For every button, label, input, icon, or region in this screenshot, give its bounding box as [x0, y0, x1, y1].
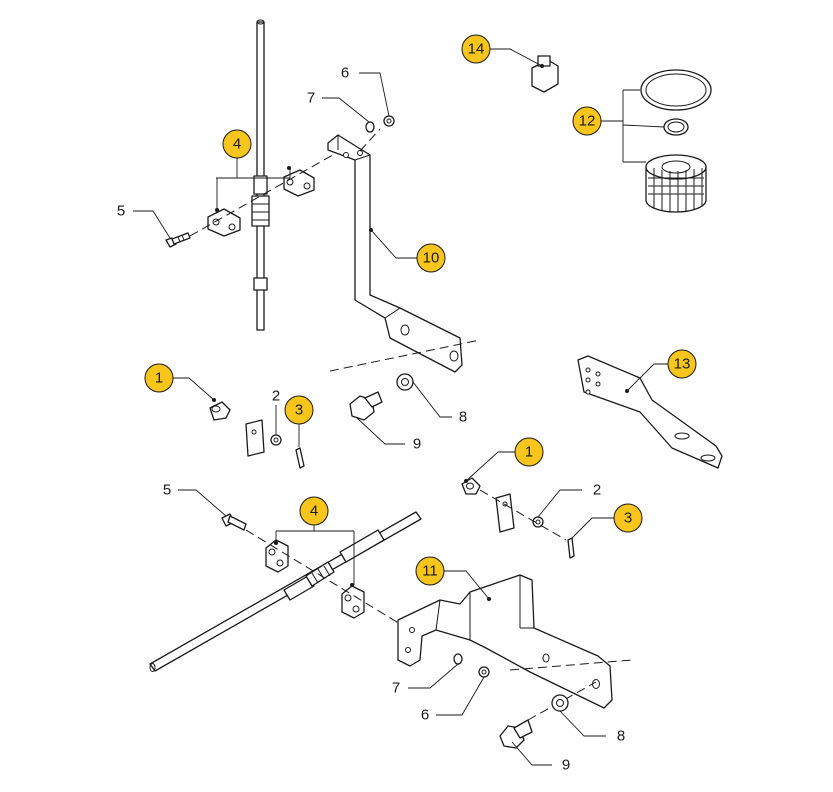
callout-1-bottom-text: 1	[525, 444, 533, 461]
top-clamp-front	[207, 208, 241, 237]
top-bolt-9	[349, 391, 383, 421]
callout-12: 12	[572, 106, 602, 136]
label-2-mid: 2	[272, 388, 280, 405]
label-7-top: 7	[307, 90, 315, 107]
bottom-clamp-front	[265, 539, 289, 573]
callout-11: 11	[415, 556, 445, 586]
top-nut-6	[383, 115, 395, 127]
filter-element-12	[645, 154, 707, 213]
label-5-bottom: 5	[163, 482, 171, 499]
oring-12-large	[640, 69, 712, 111]
top-washer-7	[365, 121, 375, 133]
label-2-bottom: 2	[593, 482, 601, 499]
callout-12-text: 12	[579, 113, 596, 130]
callout-1-mid-text: 1	[155, 370, 163, 387]
bottom-washer-8	[551, 694, 569, 712]
top-washer-8	[396, 373, 414, 391]
bottom-fitting-1	[461, 477, 481, 495]
label-6-top: 6	[341, 65, 349, 82]
plate-13	[577, 355, 723, 469]
bracket-11	[397, 574, 613, 709]
label-7-bottom: 7	[392, 680, 400, 697]
label-9-top: 9	[413, 436, 421, 453]
callout-10: 10	[416, 243, 446, 273]
callout-14: 14	[461, 34, 491, 64]
callout-11-text: 11	[422, 563, 438, 580]
callout-13: 13	[667, 349, 697, 379]
callout-3-mid: 3	[284, 395, 314, 425]
mid-bracket-plate	[245, 419, 265, 457]
bracket-10	[327, 134, 463, 373]
callout-3-bottom-text: 3	[624, 510, 632, 527]
callout-1-bottom: 1	[514, 437, 544, 467]
mid-washer-2	[270, 434, 282, 446]
top-bolt-5	[165, 232, 191, 248]
top-cable-rod	[251, 19, 270, 331]
mid-fitting-1	[209, 398, 231, 421]
callout-10-text: 10	[423, 250, 440, 267]
bottom-washer-7	[453, 653, 463, 665]
mid-pin-3	[295, 447, 305, 469]
bottom-bracket-plate	[495, 493, 515, 533]
callout-4-top-text: 4	[233, 136, 241, 153]
label-5-top: 5	[117, 203, 125, 220]
label-9-bottom: 9	[562, 757, 570, 774]
bottom-bolt-5	[221, 513, 247, 531]
callout-4-bottom-text: 4	[310, 503, 318, 520]
callout-3-bottom: 3	[613, 503, 643, 533]
top-clamp-rear	[283, 166, 315, 197]
bottom-nut-6	[478, 666, 490, 678]
filter-14	[531, 55, 559, 93]
bottom-clamp-rear	[341, 583, 365, 619]
label-8-top: 8	[459, 409, 467, 426]
label-6-bottom: 6	[421, 707, 429, 724]
callout-1-mid: 1	[144, 363, 174, 393]
bottom-bolt-9	[499, 719, 533, 749]
callout-3-mid-text: 3	[295, 402, 303, 419]
callout-4-top: 4	[222, 129, 252, 159]
bottom-cable-rod	[149, 511, 422, 672]
callout-14-text: 14	[468, 41, 485, 58]
callout-4-bottom: 4	[299, 496, 329, 526]
bottom-pin-3	[567, 537, 575, 559]
callout-13-text: 13	[674, 356, 691, 373]
label-8-bottom: 8	[617, 728, 625, 745]
oring-12-small	[663, 118, 689, 136]
